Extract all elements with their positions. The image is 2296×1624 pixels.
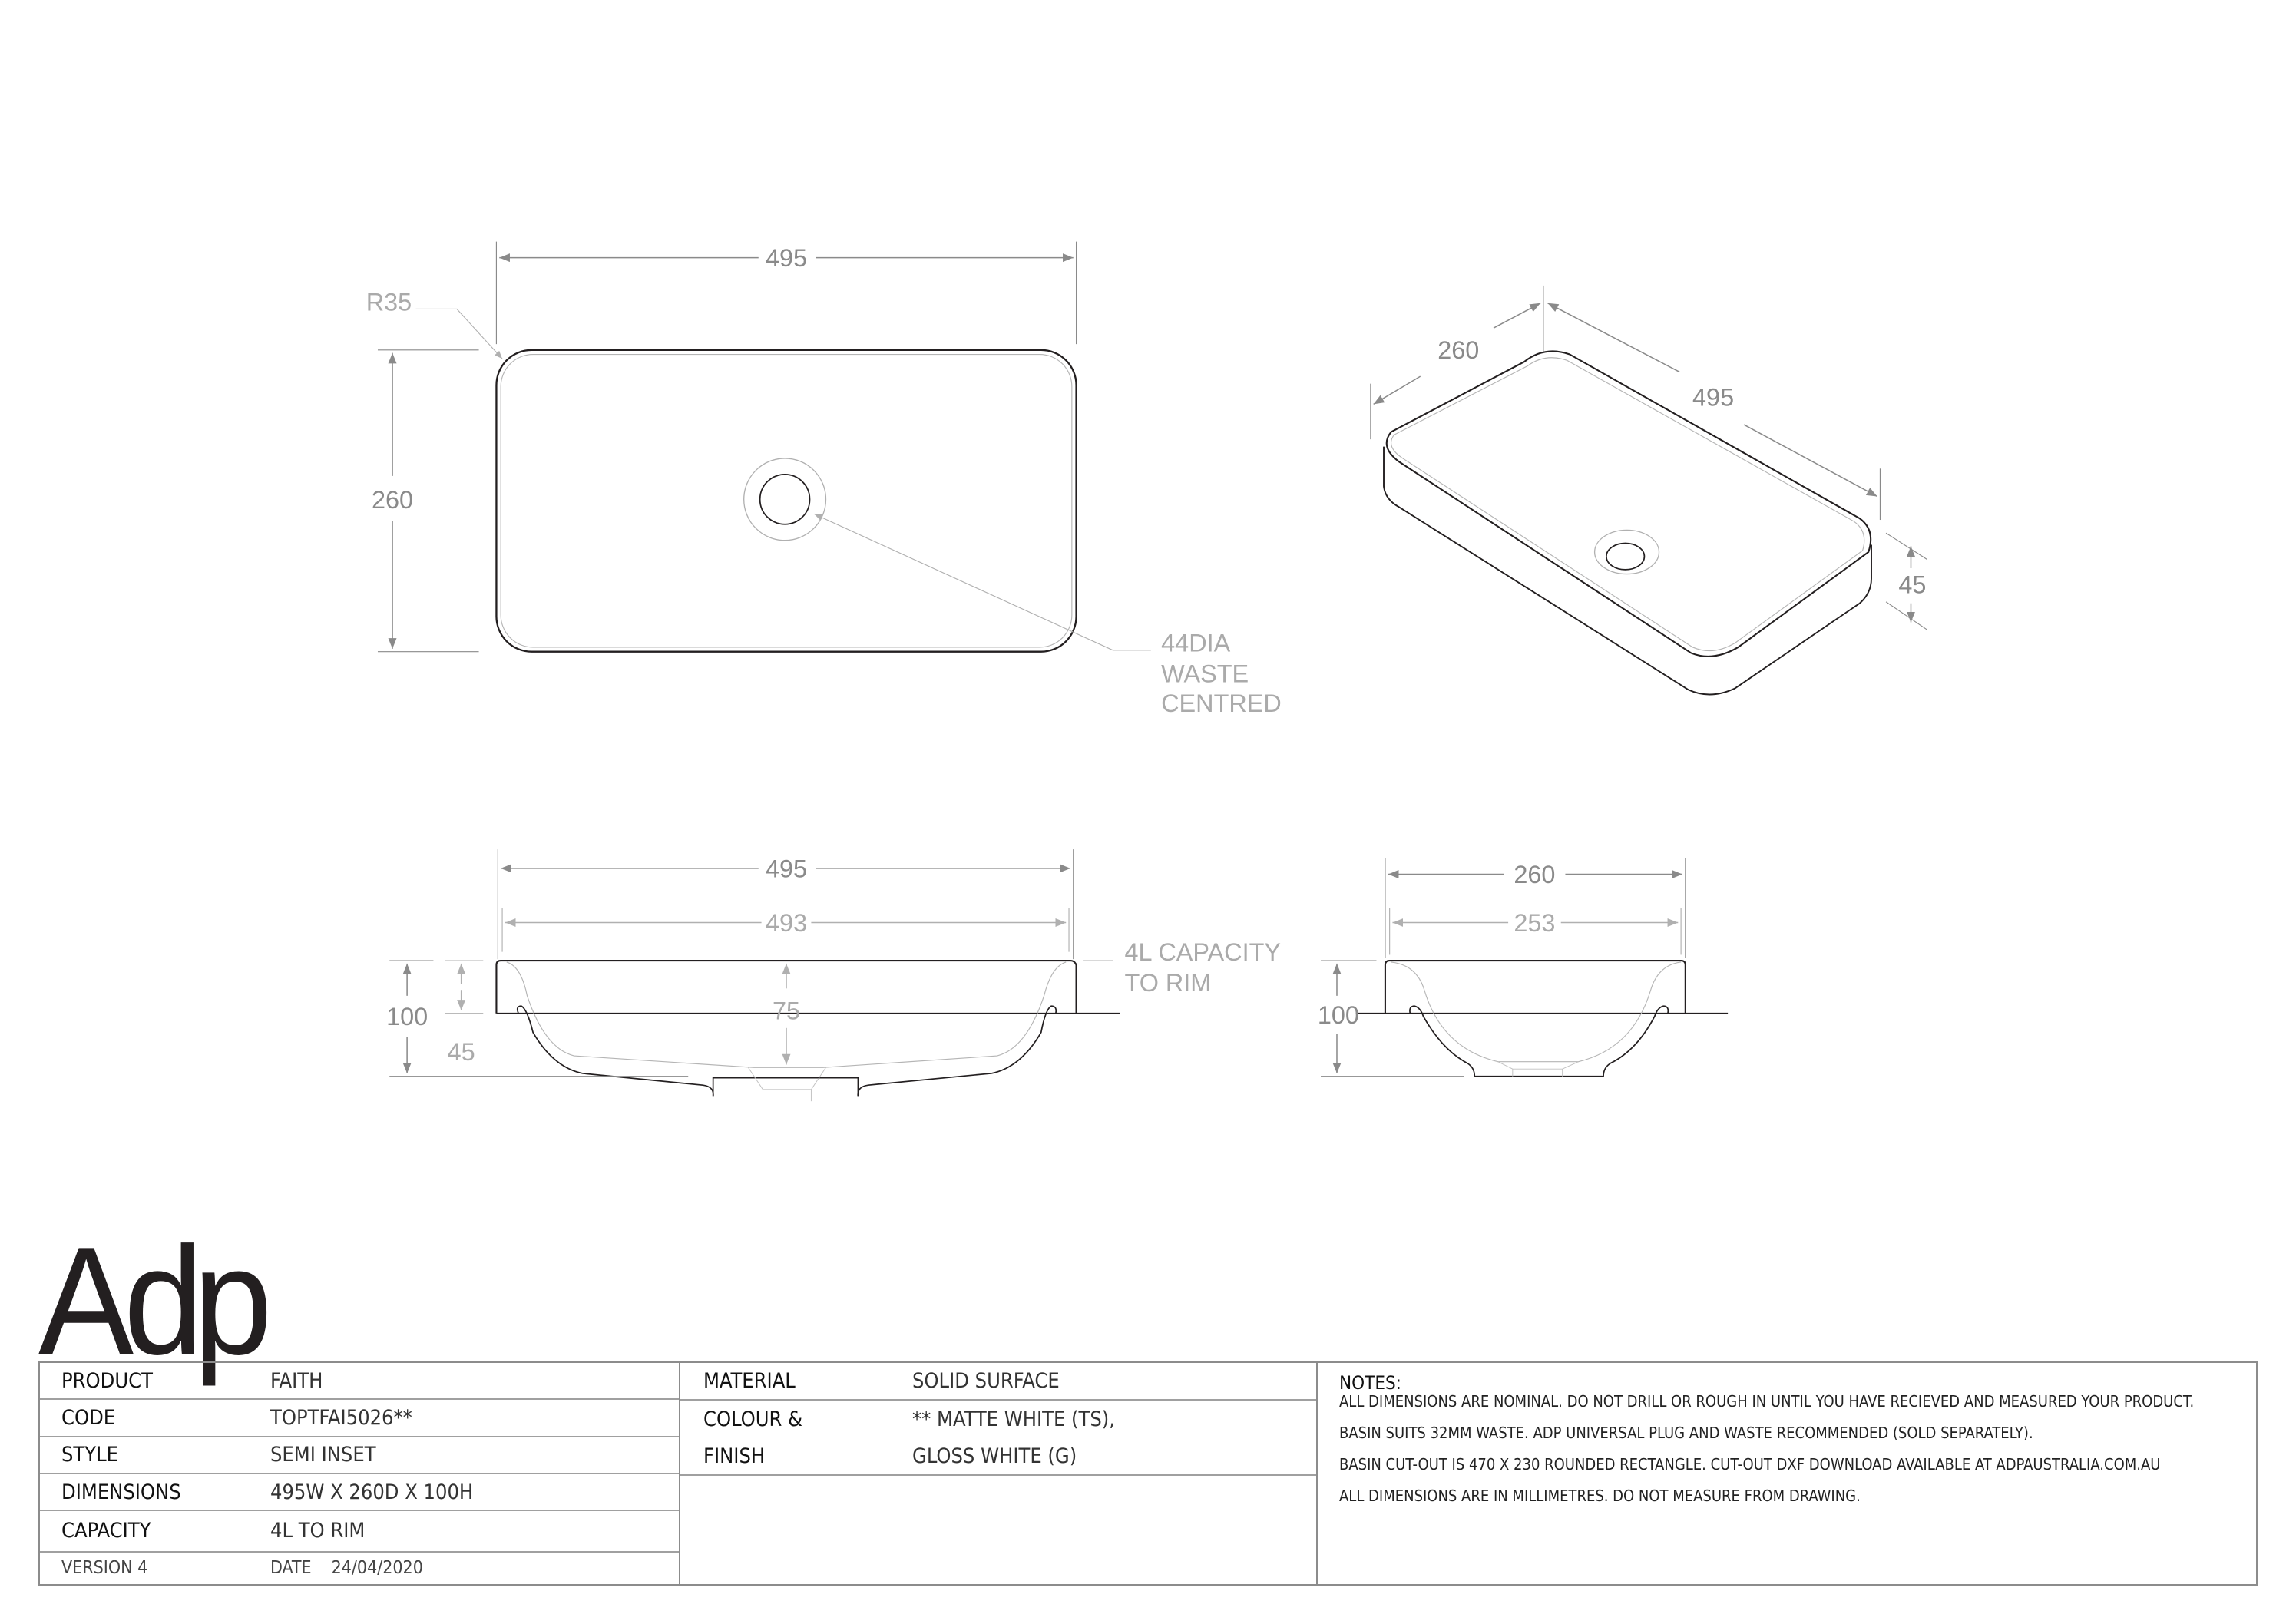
version-label: VERSION 4 [61,1558,148,1579]
front-bowl-depth-label: 75 [773,997,800,1024]
spec-value: SEMI INSET [270,1443,376,1467]
adp-logo: Adp [38,1216,273,1387]
spec-table-middle-column: MATERIAL SOLID SURFACE COLOUR & ** MATTE… [680,1363,1318,1584]
spec-label: STYLE [61,1443,118,1467]
spec-value: SOLID SURFACE [912,1369,1060,1393]
side-section-view: 260 253 100 [1318,858,1729,1077]
front-overall-width-label: 495 [766,855,807,882]
spec-table-left-column: PRODUCT FAITH CODE TOPTFAI5026** STYLE S… [40,1363,680,1584]
spec-label: FINISH [703,1444,766,1468]
plan-depth-label: 260 [372,486,413,514]
waste-callout-line2: WASTE [1161,660,1249,688]
isometric-view: 260 495 45 [1370,285,1927,696]
spec-label: CAPACITY [61,1519,151,1543]
notes-title: NOTES: [1339,1372,1401,1394]
spec-value: 4L TO RIM [270,1519,366,1543]
front-section-bowl [516,1005,1057,1097]
front-section-rim [495,960,1077,1014]
front-section-view: 495 493 100 45 75 4L CAPACITY TO RIM [386,849,1281,1102]
front-height-label: 100 [386,1003,428,1030]
spec-value: 495W X 260D X 100H [270,1480,474,1504]
iso-width-label: 495 [1692,383,1734,411]
spec-row-capacity: CAPACITY 4L TO RIM [40,1511,679,1553]
spec-row-finish: FINISH GLOSS WHITE (G) [680,1438,1316,1476]
spec-value: GLOSS WHITE (G) [912,1444,1077,1468]
spec-row-product: PRODUCT FAITH [40,1363,679,1401]
capacity-note-line2: TO RIM [1124,969,1211,997]
note-item: ALL DIMENSIONS ARE IN MILLIMETRES. DO NO… [1339,1487,1861,1505]
iso-depth-label: 260 [1437,336,1479,364]
date-label: DATE [270,1558,312,1579]
waste-callout-line1: 44DIA [1161,630,1230,657]
spec-label: COLOUR & [703,1407,803,1431]
spec-row-colour: COLOUR & ** MATTE WHITE (TS), [680,1401,1316,1438]
side-height-label: 100 [1318,1001,1359,1029]
spec-value: ** MATTE WHITE (TS), [912,1407,1115,1431]
front-above-counter-label: 45 [448,1038,475,1066]
plan-width-label: 495 [766,244,807,272]
side-overall-depth-label: 260 [1514,861,1555,888]
iso-top-face [1385,350,1872,657]
corner-radius-label: R35 [366,288,412,316]
side-section-bowl [1409,1005,1669,1077]
spec-blank-cell [680,1476,1316,1584]
note-item: ALL DIMENSIONS ARE NOMINAL. DO NOT DRILL… [1339,1392,2195,1411]
spec-value: FAITH [270,1368,323,1393]
waste-outer-ring [743,458,827,541]
waste-callout-line3: CENTRED [1161,690,1282,717]
iso-height-label: 45 [1898,571,1926,598]
spec-value: TOPTFAI5026** [270,1405,412,1430]
waste-hole [759,474,811,525]
note-item: BASIN CUT-OUT IS 470 X 230 ROUNDED RECTA… [1339,1455,2161,1474]
spec-table: PRODUCT FAITH CODE TOPTFAI5026** STYLE S… [38,1361,2258,1586]
front-inner-width-label: 493 [766,909,807,937]
spec-row-version: VERSION 4 DATE 24/04/2020 [40,1553,679,1584]
spec-row-code: CODE TOPTFAI5026** [40,1400,679,1437]
capacity-note-line1: 4L CAPACITY [1124,938,1281,966]
spec-row-dimensions: DIMENSIONS 495W X 260D X 100H [40,1474,679,1512]
spec-label: MATERIAL [703,1369,796,1393]
plan-view: 495 260 R35 44DIA WASTE CENTRED [366,241,1282,717]
spec-row-material: MATERIAL SOLID SURFACE [680,1363,1316,1401]
note-item: BASIN SUITS 32MM WASTE. ADP UNIVERSAL PL… [1339,1424,2033,1442]
date-value: 24/04/2020 [331,1558,423,1579]
spec-label: DIMENSIONS [61,1480,181,1504]
spec-row-style: STYLE SEMI INSET [40,1437,679,1474]
side-inner-depth-label: 253 [1514,909,1555,937]
side-section-rim [1384,960,1686,1014]
basin-plan-outline [495,349,1077,653]
spec-label: CODE [61,1405,116,1430]
notes-panel: NOTES: ALL DIMENSIONS ARE NOMINAL. DO NO… [1318,1363,2256,1584]
spec-label: PRODUCT [61,1368,153,1393]
